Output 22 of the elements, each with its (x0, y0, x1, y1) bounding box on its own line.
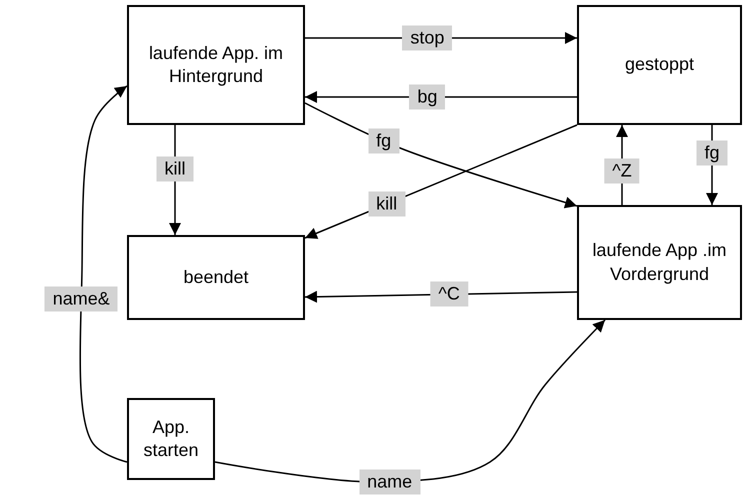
arrow (304, 102, 578, 208)
state-box (577, 5, 742, 125)
edge-label: ^Z (604, 158, 640, 184)
arrow (79, 85, 128, 463)
node-label: beendet (182, 266, 250, 289)
state-box (127, 235, 305, 320)
edge-label: name& (44, 286, 118, 312)
node-label: gestoppt (624, 53, 696, 76)
node-label: laufende App. im Hintergrund (148, 42, 284, 88)
edge-label: bg (409, 84, 446, 110)
edge-label: kill (368, 192, 406, 217)
edge-label: fg (696, 140, 728, 166)
edge-label: stop (402, 26, 452, 50)
state-box (577, 205, 742, 320)
state-box (127, 398, 215, 480)
node-label: App. starten (142, 416, 200, 462)
node-label: laufende App .im Vordergrund (591, 239, 728, 286)
edge-label: ^C (430, 282, 468, 307)
edge-label: kill (156, 156, 194, 182)
edge-label: name (359, 469, 420, 494)
state-box (127, 5, 305, 125)
edge-label: fg (368, 128, 400, 154)
